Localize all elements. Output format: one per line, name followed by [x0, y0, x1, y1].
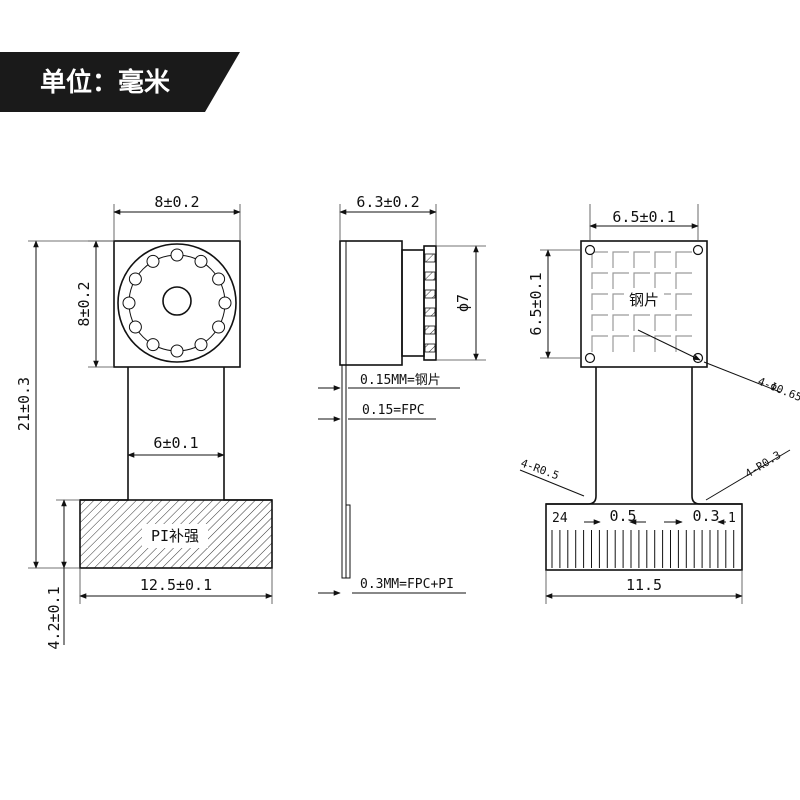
unit-banner: 单位：毫米: [0, 52, 240, 112]
plate-cell: [675, 251, 692, 268]
lens-holder-outer: [117, 243, 237, 363]
mount-hole: [584, 244, 596, 256]
lens-aperture: [162, 286, 192, 316]
lens-notch: [170, 248, 184, 262]
thread-mark: [424, 343, 436, 353]
radius-right-note: 4-R0.3: [743, 448, 784, 480]
pin-first-label: 24: [552, 511, 568, 526]
banner-background: [0, 52, 240, 112]
lens-notch: [146, 338, 160, 352]
back-view: 钢片 4-Φ0.65 24 1 0.5 0.3 4-R0.5 4-R0.3 6.…: [519, 204, 800, 604]
plate-cell: [612, 314, 629, 331]
plate-height-dim: 6.5±0.1: [527, 272, 545, 335]
fpc-strip-side: [341, 364, 347, 579]
leader-line: [703, 361, 781, 393]
leader-line: [519, 469, 585, 497]
stiffener-height-dim: 4.2±0.1: [45, 586, 63, 649]
plate-cell: [654, 272, 671, 289]
plate-cell: [633, 251, 650, 268]
stiffener-width-dim: 12.5±0.1: [140, 576, 212, 594]
plate-cell: [633, 314, 650, 331]
lens-notches: [122, 248, 232, 358]
steel-thickness-note: 0.15MM=钢片: [360, 373, 441, 388]
pin-last-label: 1: [728, 511, 736, 526]
thread-marks: [424, 253, 436, 353]
lens-notch: [122, 296, 136, 310]
thread-mark: [424, 271, 436, 281]
lens-diameter-dim: ϕ7: [454, 294, 472, 312]
plate-cell: [675, 335, 692, 352]
pad-width-dim: 0.3: [692, 507, 719, 525]
steel-plate: [580, 240, 708, 368]
mount-hole: [584, 352, 596, 364]
lens-barrel-side: [401, 249, 425, 357]
plate-cell: [591, 251, 608, 268]
stiffener-label-bg: [142, 524, 208, 548]
module-body: [113, 240, 241, 368]
stiffener-label: PI补强: [151, 527, 199, 545]
lens-notch: [218, 296, 232, 310]
module-height-dim: 8±0.2: [75, 281, 93, 326]
unit-label: 单位：毫米: [40, 67, 170, 98]
plate-cell: [612, 293, 629, 310]
thread-mark: [424, 307, 436, 317]
lens-notch: [128, 272, 142, 286]
connector-pad-area: [545, 503, 743, 571]
plate-cell: [591, 293, 608, 310]
plate-cell: [675, 272, 692, 289]
plate-cell: [675, 314, 692, 331]
side-view: 6.3±0.2 ϕ7 0.15MM=钢片 0.15=FPC 0.3MM=FPC+…: [318, 193, 486, 596]
front-view: PI补强 8±0.2 8±0.2 21±0.3 6±0.1 12.5±0.1 4…: [15, 193, 273, 650]
lens-notch: [128, 320, 142, 334]
plate-cell: [654, 335, 671, 352]
lens-notch: [194, 254, 208, 268]
plate-cell: [675, 293, 692, 310]
mount-hole: [692, 244, 704, 256]
leader-line: [637, 329, 701, 361]
thread-mark: [424, 325, 436, 335]
plate-width-dim: 6.5±0.1: [612, 208, 675, 226]
plate-cell: [633, 335, 650, 352]
thread-mark: [424, 253, 436, 263]
plate-cell: [612, 272, 629, 289]
fpc-pi-thickness-note: 0.3MM=FPC+PI: [360, 577, 454, 592]
lens-notch: [146, 254, 160, 268]
steel-label-bg: [624, 288, 664, 312]
lens-notch: [170, 344, 184, 358]
module-width-dim: 8±0.2: [154, 193, 199, 211]
connector-pads: [551, 530, 735, 568]
plate-cell: [591, 314, 608, 331]
lens-notch: [212, 320, 226, 334]
plate-cell: [591, 272, 608, 289]
plate-cell: [654, 251, 671, 268]
lens-thread-side: [423, 245, 437, 361]
connector-width-dim: 11.5: [626, 576, 662, 594]
hole-note: 4-Φ0.65: [756, 375, 800, 404]
plate-cell: [591, 335, 608, 352]
plate-cell: [654, 314, 671, 331]
pitch-dim: 0.5: [609, 507, 636, 525]
back-flex-cable: [546, 367, 742, 505]
plate-cell: [612, 335, 629, 352]
lens-notch: [212, 272, 226, 286]
thread-mark: [424, 289, 436, 299]
plate-cell: [612, 251, 629, 268]
total-height-dim: 21±0.3: [15, 377, 33, 431]
side-depth-dim: 6.3±0.2: [356, 193, 419, 211]
lens-holder-inner: [128, 254, 226, 352]
module-side-body: [339, 240, 403, 366]
flex-width-dim: 6±0.1: [153, 434, 198, 452]
steel-label: 钢片: [629, 291, 659, 309]
fpc-thickness-note: 0.15=FPC: [362, 403, 425, 418]
leader-line: [705, 449, 791, 501]
pi-stiffener-side: [345, 504, 351, 579]
plate-cell: [633, 272, 650, 289]
lens-notch: [194, 338, 208, 352]
